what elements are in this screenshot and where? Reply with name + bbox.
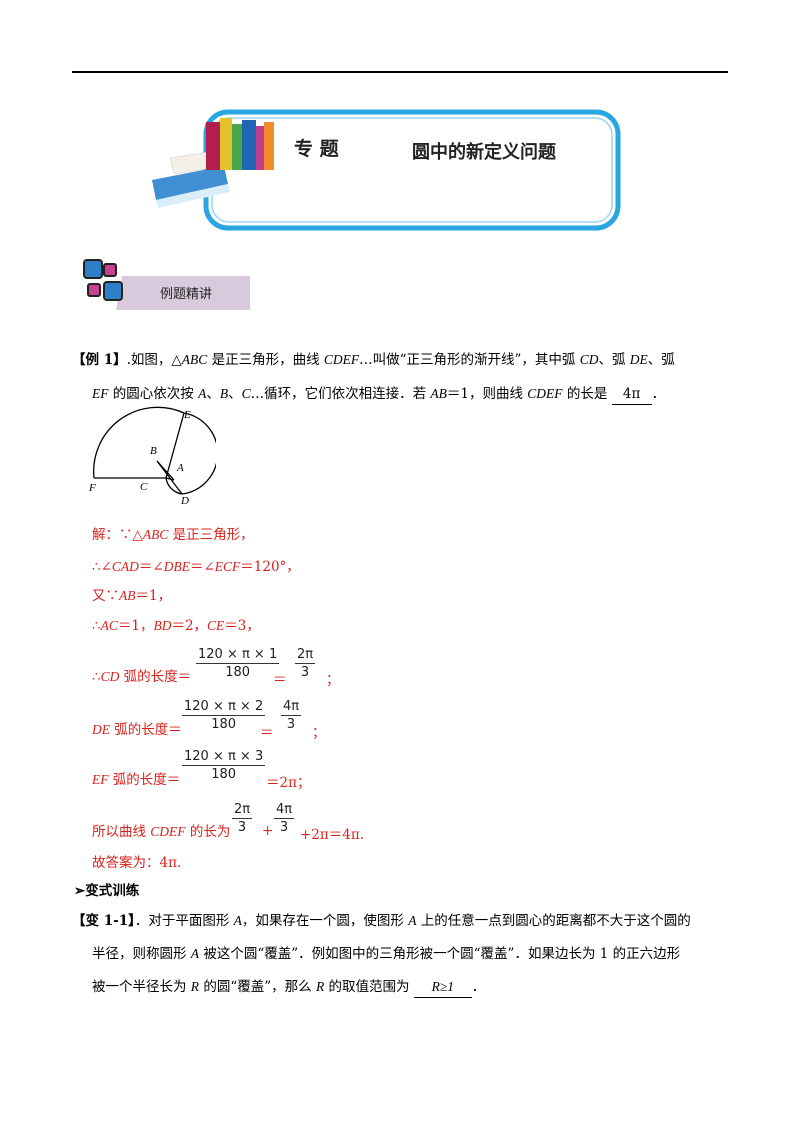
variant-answer: R≥1 [413, 977, 472, 998]
variant-heading: ➢变式训练 [74, 883, 140, 899]
label-E: E [183, 409, 191, 421]
label-B: B [150, 445, 157, 457]
example1-line1: 【例 1】.如图，△ABC 是正三角形，曲线 CDEF…叫做“正三角形的渐开线”… [72, 352, 675, 368]
involute-figure: E B A F C D [88, 406, 216, 506]
example1-line2: EF 的圆心依次按 A、B、C…循环，它们依次相连接．若 AB＝1，则曲线 CD… [92, 384, 665, 405]
solution-answer: 故答案为：4π. [92, 855, 182, 871]
books-icon [152, 118, 274, 208]
label-A: A [176, 462, 184, 474]
solution-line7: EF 弧的长度＝ [92, 772, 181, 788]
plus-sign: + [262, 823, 274, 839]
solution-line3: 又∵AB＝1， [92, 588, 172, 604]
semicolon: ； [326, 672, 340, 688]
label-D: D [180, 495, 189, 506]
solution-line4: ∴AC＝1，BD＝2，CE＝3， [92, 618, 260, 634]
solution-line1: 解：∵△ABC 是正三角形， [92, 527, 254, 543]
equals-sign: ＝ [260, 725, 274, 741]
section-header [80, 256, 250, 312]
topic-banner: 专 题 圆中的新定义问题 [150, 108, 622, 232]
variant-line2: 半径，则称圆形 A 被这个圆“覆盖”．例如图中的三角形被一个圆“覆盖”．如果边长… [92, 946, 681, 962]
total-result: +2π＝4π. [300, 827, 365, 843]
solution-line6: DE 弧的长度＝ [92, 722, 182, 738]
variant-line3: 被一个半径长为 R 的圆“覆盖”，那么 R 的取值范围为 R≥1． [92, 977, 485, 998]
section-graphic [83, 259, 250, 310]
equals-sign: ＝ [273, 672, 287, 688]
label-C: C [140, 481, 148, 493]
solution-line5: ∴CD 弧的长度＝ [92, 669, 192, 685]
label-F: F [88, 482, 96, 494]
section-title: 例题精讲 [160, 287, 213, 302]
example1-answer: 4π [611, 384, 652, 405]
variant-line1: 【变 1-1】．对于平面图形 A，如果存在一个圆，使图形 A 上的任意一点到圆心… [72, 913, 691, 929]
top-rule [72, 71, 728, 73]
semicolon: ； [312, 725, 326, 741]
banner-title: 圆中的新定义问题 [412, 142, 556, 163]
ef-result: ＝2π； [266, 775, 311, 791]
banner-label: 专 题 [294, 138, 339, 160]
banner-graphic [152, 109, 621, 231]
solution-line8: 所以曲线 CDEF 的长为 [92, 824, 231, 840]
solution-line2: ∴∠CAD＝∠DBE＝∠ECF＝120°， [92, 559, 300, 575]
